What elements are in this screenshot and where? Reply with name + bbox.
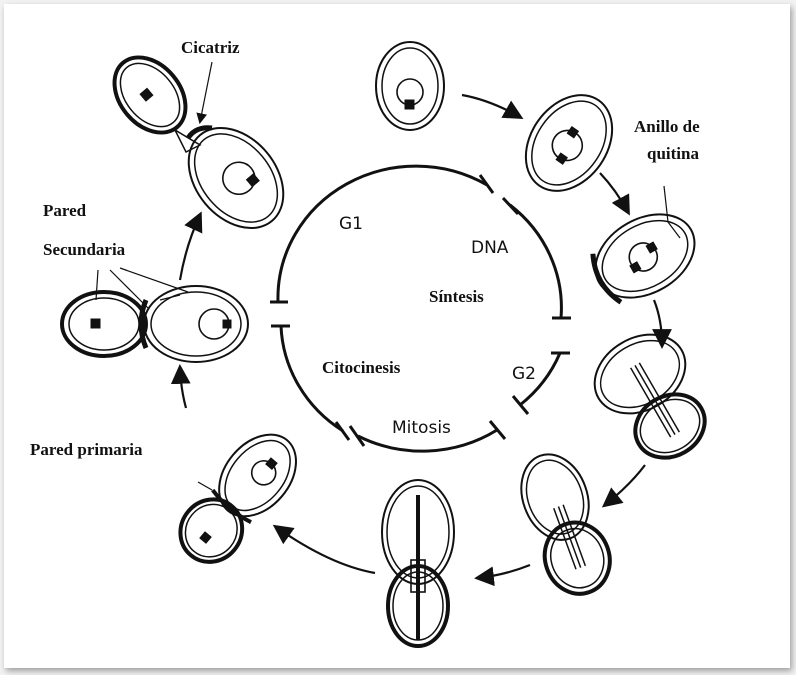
cell-mitosis-2 bbox=[382, 480, 454, 646]
cell-primary-wall bbox=[166, 420, 311, 576]
secundaria-pointer-1 bbox=[96, 270, 98, 300]
label-cicatriz: Cicatriz bbox=[181, 38, 240, 58]
cell-mitosis-1 bbox=[510, 445, 620, 603]
arrow-1 bbox=[462, 95, 520, 117]
label-pointers bbox=[96, 62, 680, 490]
arrow-6 bbox=[276, 527, 375, 573]
phase-g1: G1 bbox=[339, 214, 363, 234]
label-anillo-line1: Anillo de bbox=[634, 117, 700, 137]
label-anillo-line2: quitina bbox=[647, 144, 699, 164]
arrow-4 bbox=[605, 465, 645, 505]
cell-g1 bbox=[376, 42, 444, 130]
cell-secondary-wall bbox=[62, 286, 248, 362]
secundaria-pointer-3 bbox=[120, 268, 188, 292]
dna-synthesis-arc bbox=[510, 205, 561, 318]
label-pared-primaria: Pared primaria bbox=[30, 440, 143, 460]
primaria-pointer bbox=[198, 482, 212, 490]
phase-mitosis: Mitosis bbox=[392, 418, 451, 438]
arrow-5 bbox=[478, 565, 530, 578]
cytokinesis-arc bbox=[281, 326, 343, 431]
cicatriz-pointer bbox=[200, 62, 212, 122]
label-secundaria: Secundaria bbox=[43, 240, 125, 260]
anillo-pointer bbox=[664, 186, 680, 238]
label-citocinesis: Citocinesis bbox=[322, 358, 400, 378]
phase-g2: G2 bbox=[512, 364, 536, 384]
cell-g2-bud bbox=[580, 319, 726, 476]
arrow-2 bbox=[600, 173, 628, 212]
phase-dna: DNA bbox=[471, 238, 508, 258]
label-sintesis: Síntesis bbox=[429, 287, 484, 307]
arrow-3 bbox=[654, 300, 662, 345]
cell-chitin-ring bbox=[581, 197, 710, 314]
cell-scar bbox=[100, 44, 303, 247]
arrow-8 bbox=[180, 215, 200, 280]
arrow-7 bbox=[180, 368, 186, 408]
label-pared: Pared bbox=[43, 201, 86, 221]
g1-arc bbox=[278, 166, 487, 302]
cycle-ring bbox=[270, 166, 571, 451]
